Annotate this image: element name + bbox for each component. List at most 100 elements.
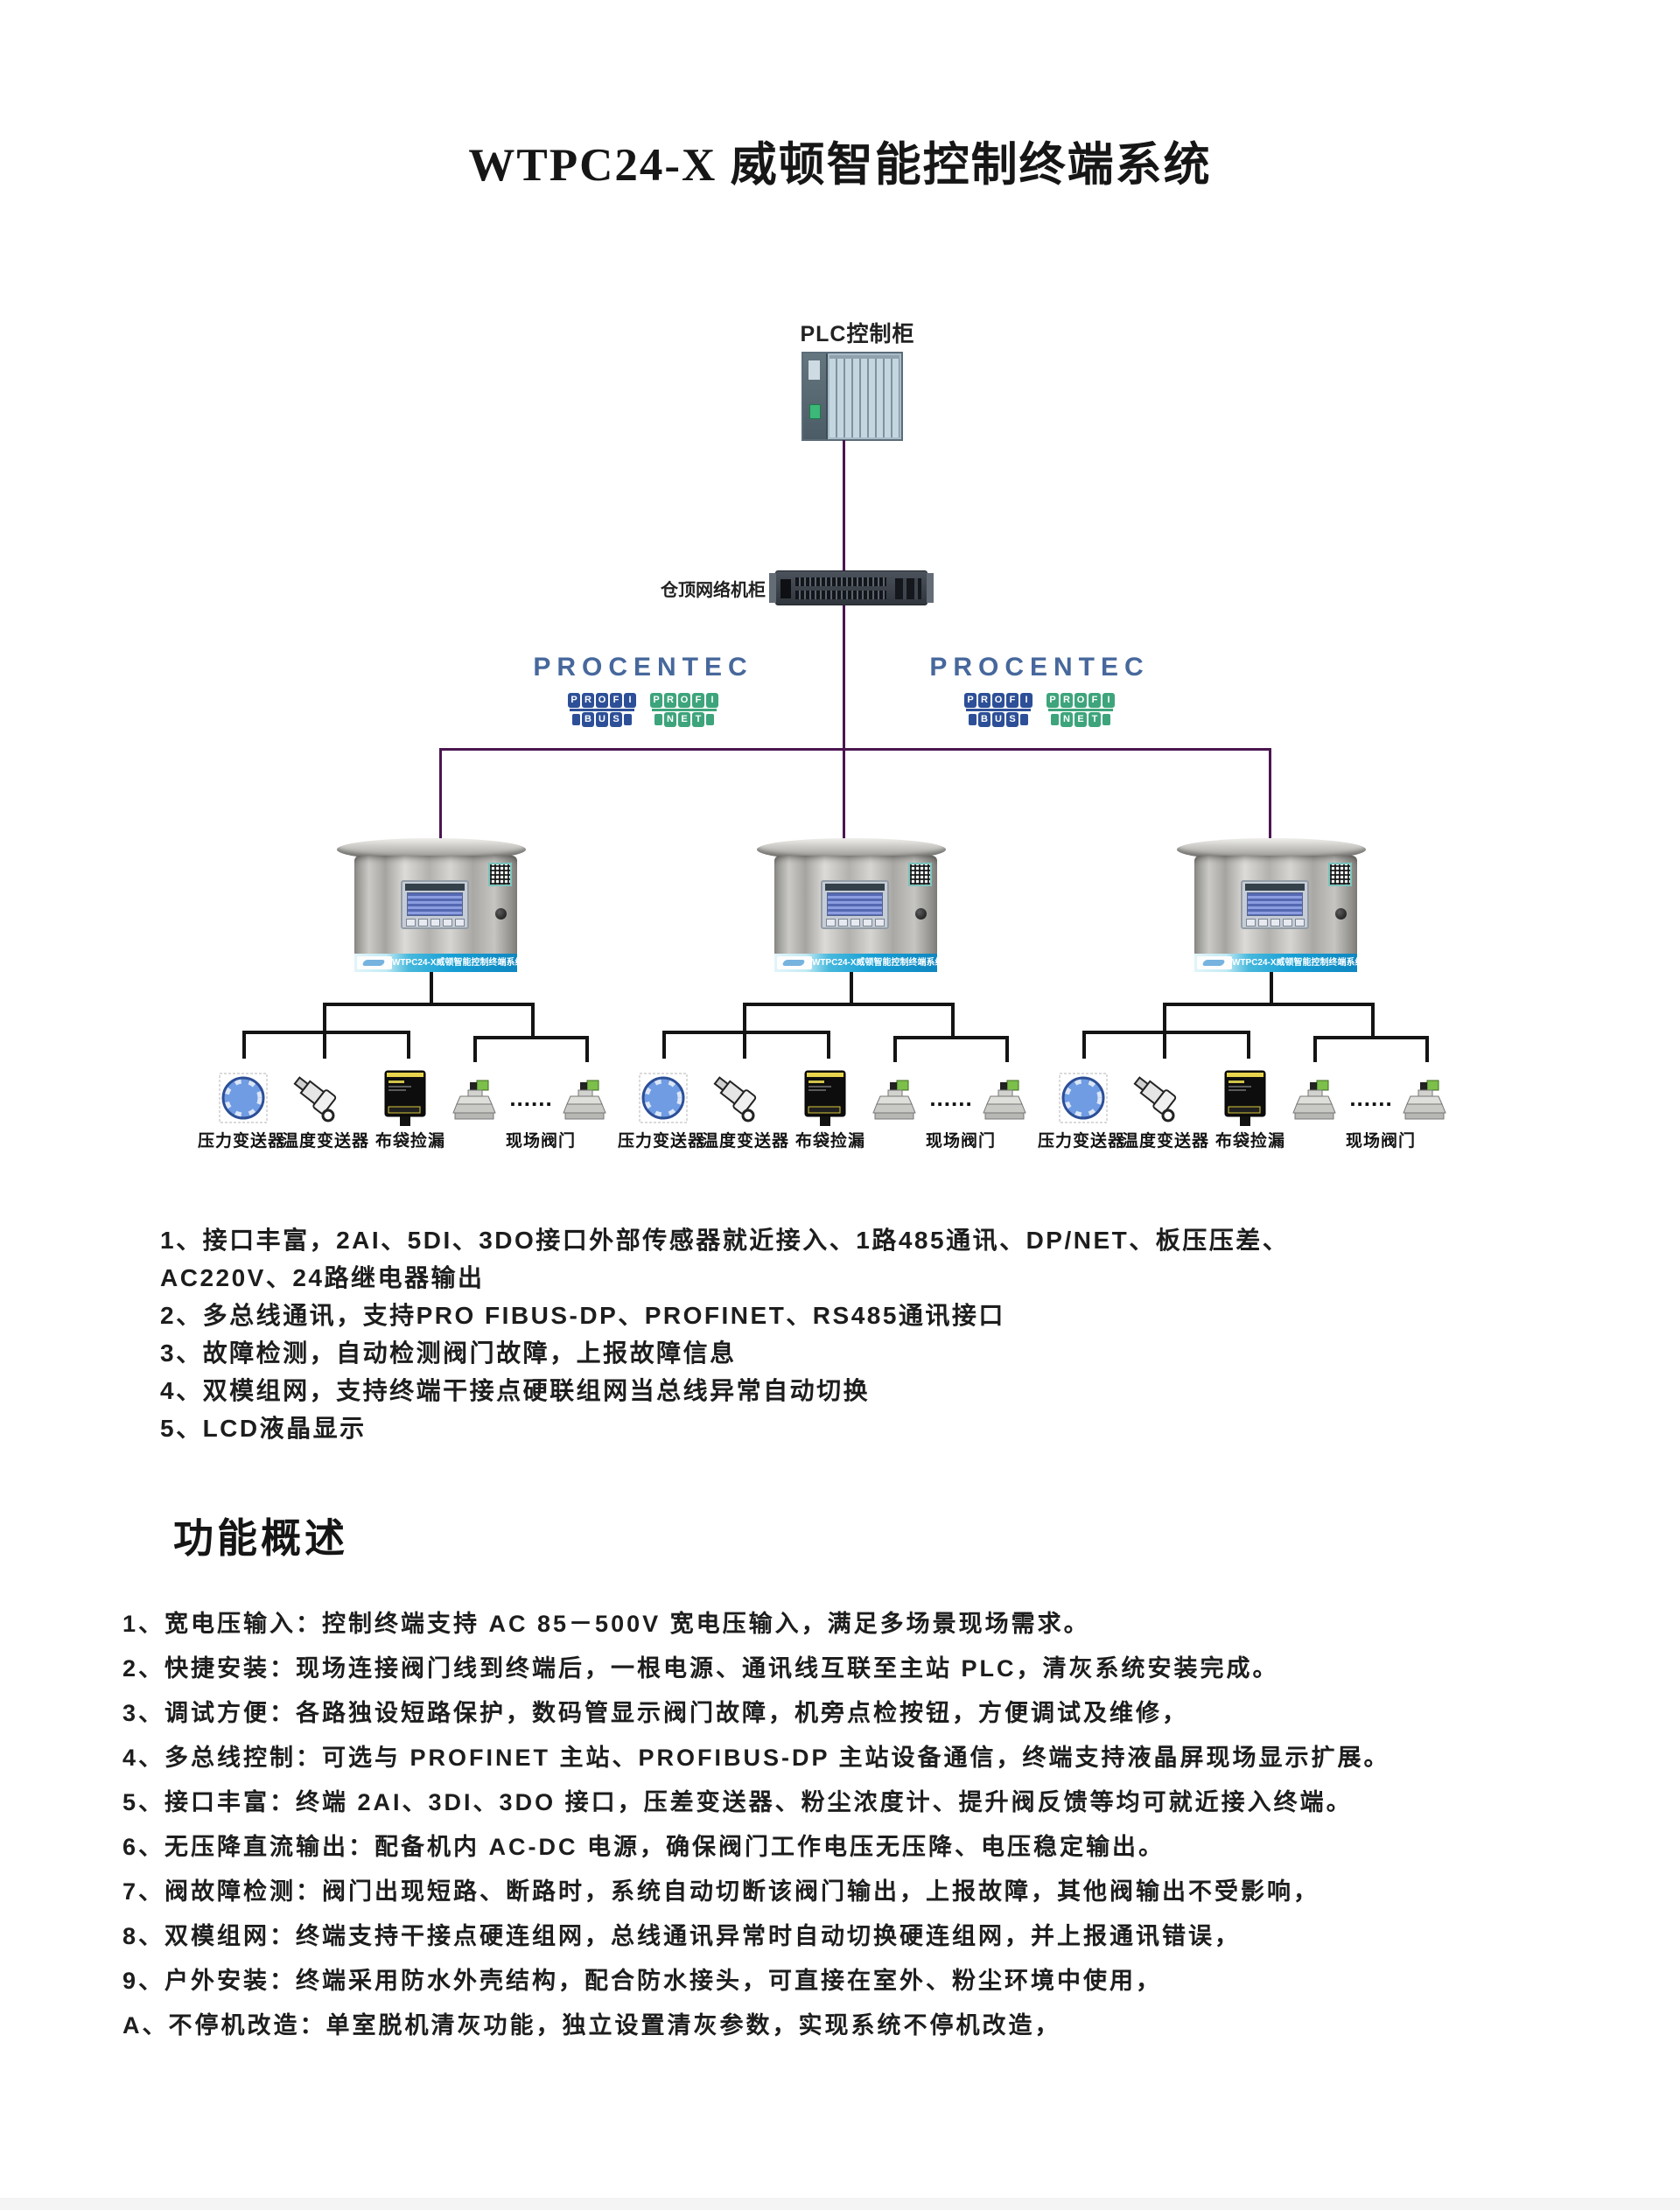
pressure-transmitter-label: 压力变送器 [1038,1132,1126,1150]
qr-code-sticker [488,863,512,886]
terminal-knob [1335,908,1347,920]
lcd-screen [407,892,463,916]
plc-cpu-module [803,353,828,439]
lcd-header [1245,884,1305,891]
field-valve-icon [563,1080,606,1120]
overview-item: A、不停机改造：单室脱机清灰功能，独立设置清灰参数，实现系统不停机改造， [122,2012,1061,2039]
field-valve-label: 现场阀门 [925,1132,996,1150]
bag-leak-detector-icon [804,1070,846,1126]
bag-leak-detector-icon [384,1070,426,1126]
field-valve-icon [872,1080,916,1120]
wire [893,1036,897,1062]
overview-list: 1、宽电压输入：控制终端支持 AC 85－500V 宽电压输入，满足多场景现场需… [122,1599,1645,2046]
temperature-transmitter-icon [293,1076,337,1122]
page-title: WTPC24-X 威顿智能控制终端系统 [468,140,1212,191]
terminal-knob [915,908,927,920]
temperature-transmitter-icon [1133,1076,1177,1122]
bag-leak-label: 布袋捡漏 [794,1132,865,1150]
bag-leak-detector-icon [1224,1070,1266,1126]
cable-switch-to-bus [843,605,845,847]
wire [745,1003,955,1006]
rack-ear-right [927,573,934,603]
terminal-lcd-panel [401,880,469,929]
pressure-transmitter-icon [1059,1073,1108,1123]
field-valve-icon [1292,1080,1336,1120]
temperature-transmitter-icon [713,1076,757,1122]
feature-line: 4、双模组网，支持终端干接点硬联组网当总线异常自动切换 [160,1376,871,1404]
wire [1371,1003,1375,1039]
terminal-lcd-panel [1241,880,1309,929]
switch-module [780,579,791,598]
temperature-transmitter-label: 温度变送器 [1122,1132,1210,1150]
network-cabinet-label: 仓顶网络机柜 [661,581,766,600]
wire [1005,1036,1009,1062]
overview-item: 6、无压降直流输出：配备机内 AC-DC 电源，确保阀门工作电压无压降、电压稳定… [122,1834,1166,1860]
field-valve-label: 现场阀门 [505,1132,576,1150]
feature-line: AC220V、24路继电器输出 [160,1263,485,1291]
wire [407,1031,410,1059]
overview-item: 1、宽电压输入：控制终端支持 AC 85－500V 宽电压输入，满足多场景现场需… [122,1611,1090,1637]
wire [1247,1031,1250,1059]
brand-logo-chip [357,956,392,969]
page-bottom-strip [0,2198,1680,2210]
more-valves-ellipsis: ...... [1349,1085,1393,1111]
feature-line: 1、接口丰富，2AI、5DI、3DO接口外部传感器就近接入、1路485通讯、DP… [160,1226,1290,1254]
brand-logo-chip [1197,956,1232,969]
feature-line: 2、多总线通讯，支持PRO FIBUS-DP、PROFINET、RS485通讯接… [160,1301,1005,1329]
wire [951,1003,955,1039]
wire [662,1031,666,1059]
rack-ear-left [769,573,776,603]
fieldbus-drop-right [1269,748,1271,846]
terminal-lcd-panel [821,880,889,929]
wire [1313,1036,1429,1039]
lcd-screen [1247,892,1303,916]
wire [662,1031,830,1034]
lcd-screen [827,892,883,916]
temperature-transmitter-label: 温度变送器 [282,1132,370,1150]
network-switch-image [769,570,934,605]
overview-item: 7、阀故障检测：阀门出现短路、断路时，系统自动切断该阀门输出，上报故障，其他阀输… [122,1878,1320,1905]
switch-uplink-ports [895,578,921,599]
overview-item: 5、接口丰富：终端 2AI、3DI、3DO 接口，压差变送器、粉尘浓度计、提升阀… [122,1789,1353,1815]
pressure-transmitter-icon [219,1073,268,1123]
overview-item: 3、调试方便：各路独设短路保护，数码管显示阀门故障，机旁点检按钮，方便调试及维修… [122,1700,1189,1726]
more-valves-ellipsis: ...... [929,1085,973,1111]
lcd-header [825,884,885,891]
wire [473,1036,589,1039]
wire [473,1036,477,1062]
cable-plc-to-switch [843,440,845,571]
pressure-transmitter-label: 压力变送器 [198,1132,286,1150]
feature-list: 1、接口丰富，2AI、5DI、3DO接口外部传感器就近接入、1路485通讯、DP… [160,1220,1578,1445]
overview-item: 9、户外安装：终端采用防水外壳结构，配合防水接头，可直接在室外、粉尘环境中使用， [122,1968,1163,1994]
lcd-keypad [1242,919,1307,927]
plc-cabinet-label: PLC控制柜 [800,322,915,346]
profinet-bus-bar [1048,709,1113,711]
wire [585,1036,589,1062]
feature-line: 3、故障检测，自动检测阀门故障，上报故障信息 [160,1339,737,1367]
lcd-keypad [402,919,467,927]
wire [827,1031,830,1059]
overview-item: 2、快捷安装：现场连接阀门线到终端后，一根电源、通讯线互联至主站 PLC，清灰系… [122,1655,1279,1682]
terminal-knob [495,908,507,920]
field-valve-icon [452,1080,496,1120]
qr-code-sticker [1328,863,1352,886]
wire [325,1003,535,1006]
pressure-transmitter-icon [639,1073,688,1123]
overview-item: 4、多总线控制：可选与 PROFINET 主站、PROFIBUS-DP 主站设备… [122,1745,1390,1771]
wire [893,1036,1009,1039]
wire [531,1003,535,1039]
plc-io-modules [830,355,900,437]
wire [1082,1031,1086,1059]
lcd-header [405,884,465,891]
brand-logo-chip [777,956,812,969]
plc-rack-image [802,352,903,441]
terminal-banner-text: WTPC24-X威顿智能控制终端系统 [392,958,524,968]
terminal-banner-text: WTPC24-X威顿智能控制终端系统 [1232,958,1364,968]
wire [1425,1036,1429,1062]
